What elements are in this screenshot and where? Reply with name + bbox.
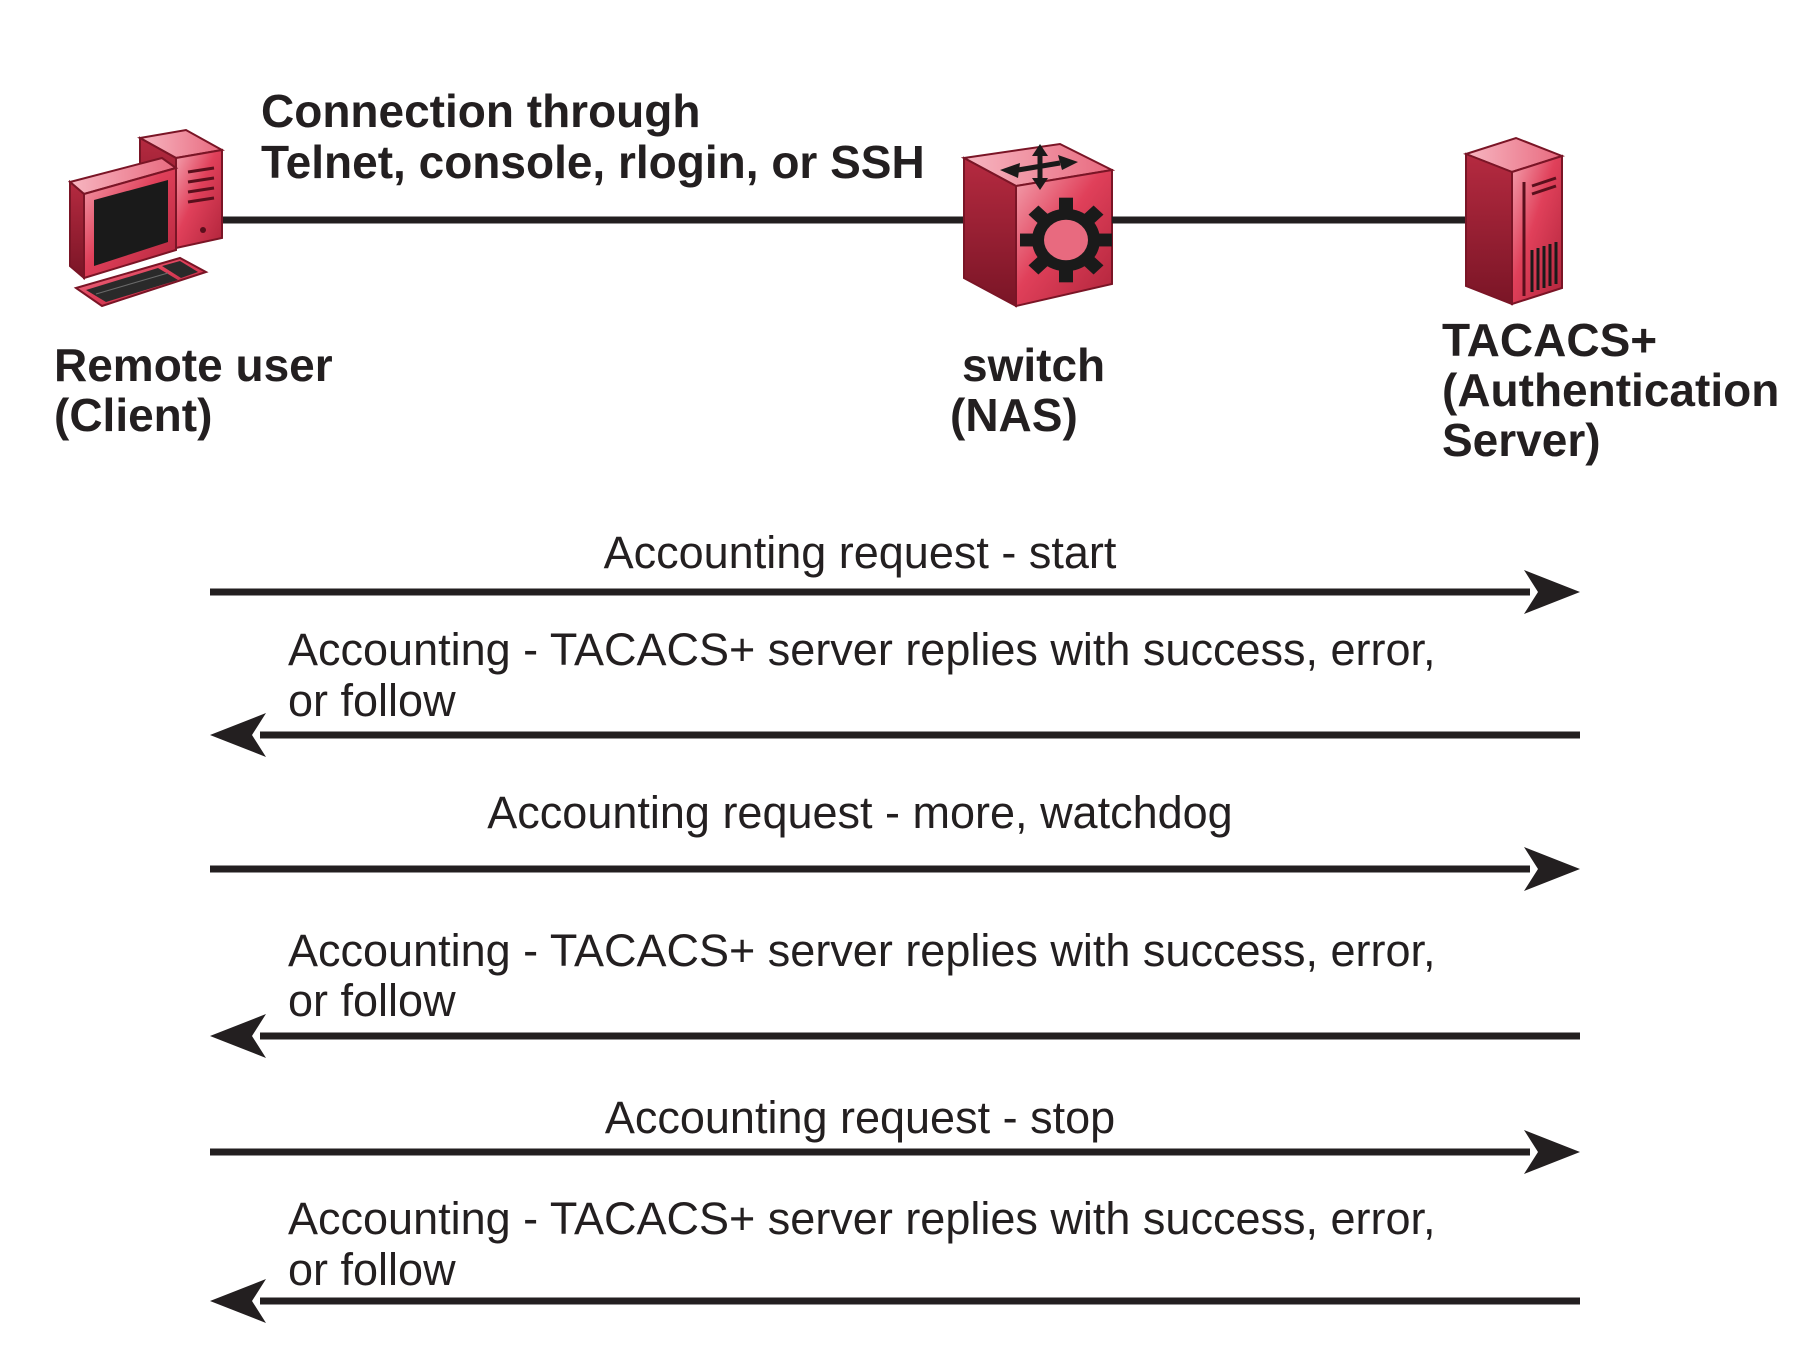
connection-label-line2: Telnet, console, rlogin, or SSH — [261, 136, 925, 188]
message-text: Accounting request - more, watchdog — [487, 787, 1232, 838]
arrow-head-left — [210, 713, 266, 757]
message-text: or follow — [288, 975, 456, 1026]
nas-label-line2: (NAS) — [950, 389, 1078, 441]
server-icon — [1463, 136, 1565, 306]
message-request-start: Accounting request - start — [210, 527, 1580, 614]
message-text: or follow — [288, 1244, 456, 1295]
message-reply-2: Accounting - TACACS+ server replies with… — [210, 925, 1580, 1058]
arrow-head-left — [210, 1279, 266, 1323]
nas-label-line1: switch — [962, 339, 1105, 391]
message-request-more: Accounting request - more, watchdog — [210, 787, 1580, 891]
server-label-line2: (Authentication — [1442, 364, 1779, 416]
arrow-head-right — [1524, 1130, 1580, 1174]
switch-icon — [960, 142, 1116, 308]
server-label-line1: TACACS+ — [1442, 314, 1657, 366]
message-request-stop: Accounting request - stop — [210, 1092, 1580, 1174]
message-text: Accounting - TACACS+ server replies with… — [288, 1193, 1436, 1244]
message-reply-3: Accounting - TACACS+ server replies with… — [210, 1193, 1580, 1323]
client-label-line2: (Client) — [54, 389, 212, 441]
message-text: Accounting - TACACS+ server replies with… — [288, 925, 1436, 976]
arrow-head-right — [1524, 847, 1580, 891]
message-text: or follow — [288, 675, 456, 726]
arrow-head-left — [210, 1014, 266, 1058]
message-text: Accounting request - stop — [605, 1092, 1115, 1143]
arrow-head-right — [1524, 570, 1580, 614]
computer-icon — [67, 128, 225, 308]
server-label-line3: Server) — [1442, 414, 1601, 466]
connection-label-line1: Connection through — [261, 85, 700, 137]
message-text: Accounting - TACACS+ server replies with… — [288, 624, 1436, 675]
client-label-line1: Remote user — [54, 339, 333, 391]
message-text: Accounting request - start — [604, 527, 1117, 578]
message-reply-1: Accounting - TACACS+ server replies with… — [210, 624, 1580, 757]
